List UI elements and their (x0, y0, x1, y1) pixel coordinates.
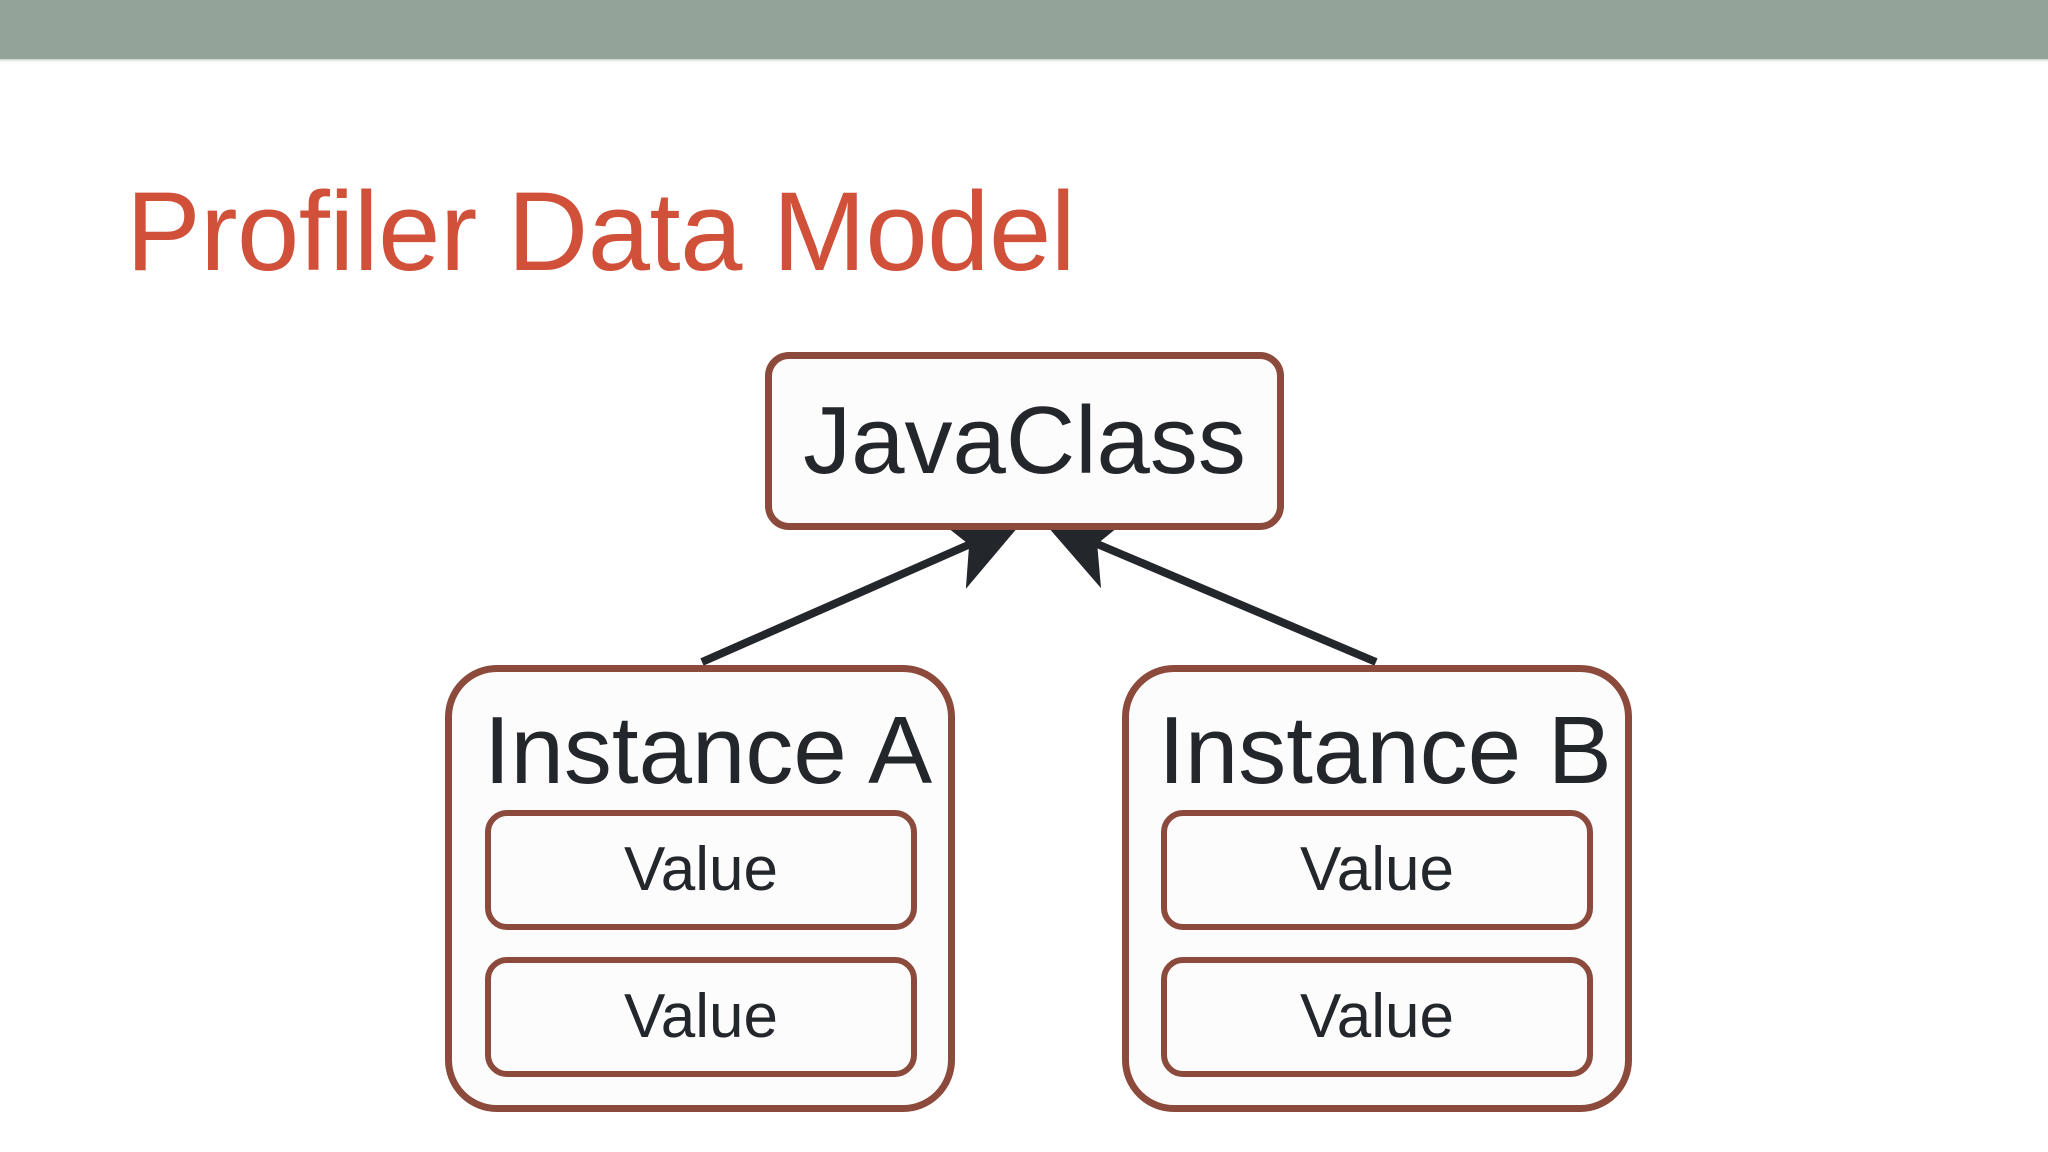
value-slot-a-0-label: Value (624, 835, 778, 904)
top-accent-band (0, 0, 2048, 59)
node-javaclass-label: JavaClass (803, 387, 1246, 494)
value-slot-b-0-label: Value (1300, 835, 1454, 904)
node-instance-b-label: Instance B (1158, 697, 1612, 804)
value-slot-a-0[interactable] (485, 810, 917, 930)
edge-instance-a-to-javaclass (700, 517, 1024, 666)
page-title: Profiler Data Model (126, 169, 1076, 295)
value-slot-b-1[interactable] (1161, 957, 1593, 1077)
node-javaclass[interactable] (765, 352, 1284, 530)
value-slot-b-1-label: Value (1300, 982, 1454, 1051)
value-slot-b-0[interactable] (1161, 810, 1593, 930)
edge-instance-b-to-javaclass (1042, 515, 1378, 666)
value-slot-a-1-label: Value (624, 982, 778, 1051)
value-slot-a-1[interactable] (485, 957, 917, 1077)
top-accent-band-shadow (0, 59, 2048, 62)
node-instance-a-label: Instance A (483, 697, 933, 804)
